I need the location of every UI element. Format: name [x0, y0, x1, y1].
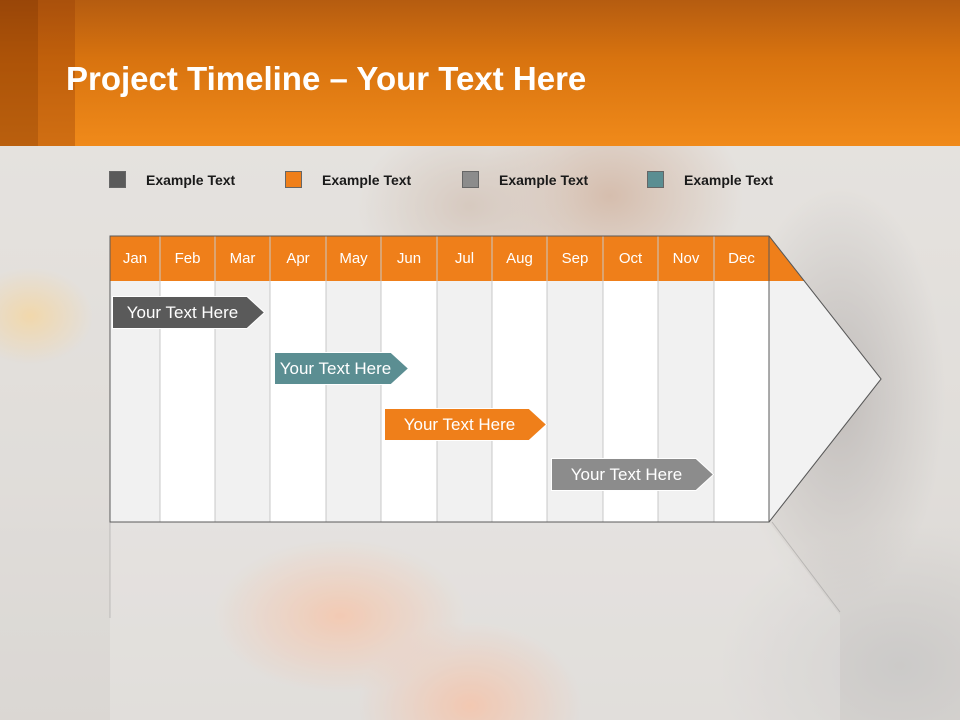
- legend-swatch-gray: [462, 171, 479, 188]
- month-label: Sep: [561, 250, 589, 267]
- title-bold: Project Timeline: [66, 60, 321, 97]
- task-arrow-fill: [112, 296, 265, 329]
- month-label: May: [339, 250, 368, 267]
- month-label: Nov: [672, 250, 700, 267]
- month-header-band: [110, 236, 804, 281]
- arrow-tip-fill: [769, 281, 881, 522]
- task-label: Your Text Here: [570, 465, 683, 484]
- task-bar[interactable]: Your Text Here: [551, 458, 714, 491]
- month-label: Feb: [174, 250, 201, 267]
- task-arrow-shape: [274, 352, 409, 385]
- task-arrow-shape: [112, 296, 265, 329]
- month-column: [492, 281, 547, 522]
- month-column: [326, 281, 381, 522]
- task-bar[interactable]: Your Text Here: [274, 352, 409, 385]
- legend-label: Example Text: [499, 172, 589, 188]
- legend-label: Example Text: [322, 172, 412, 188]
- month-label: Jan: [122, 250, 148, 267]
- month-label: Jul: [454, 250, 475, 267]
- arrow-outline: [109, 235, 882, 523]
- legend-swatch-dark-gray: [109, 171, 126, 188]
- task-bar[interactable]: Your Text Here: [112, 296, 265, 329]
- reflection-edge: [771, 521, 841, 613]
- month-label: Apr: [286, 250, 310, 267]
- legend-swatch-teal: [647, 171, 664, 188]
- task-arrow-fill: [384, 408, 547, 441]
- task-arrow-fill: [274, 352, 409, 385]
- banner-stripe: [38, 0, 75, 146]
- month-label: Oct: [618, 250, 643, 267]
- task-arrow-shape: [551, 458, 714, 491]
- task-bar[interactable]: Your Text Here: [384, 408, 547, 441]
- title-rest: – Your Text Here: [320, 60, 587, 97]
- arrow-reflection: [110, 522, 840, 720]
- month-label: Aug: [506, 250, 533, 267]
- month-label: Dec: [728, 250, 755, 267]
- legend-swatch-orange: [285, 171, 302, 188]
- task-label: Your Text Here: [126, 303, 239, 322]
- month-label: Mar: [229, 250, 256, 267]
- task-arrow-fill: [551, 458, 714, 491]
- task-label: Your Text Here: [279, 359, 392, 378]
- title-banner: Project Timeline – Your Text Here: [0, 0, 960, 146]
- month-column: [714, 281, 769, 522]
- banner-stripe: [0, 0, 38, 146]
- month-column: [270, 281, 326, 522]
- task-label: Your Text Here: [403, 415, 516, 434]
- legend-label: Example Text: [684, 172, 774, 188]
- slide-title[interactable]: Project Timeline – Your Text Here: [66, 60, 586, 98]
- month-label: Jun: [396, 250, 422, 267]
- task-arrow-shape: [384, 408, 547, 441]
- legend-label: Example Text: [146, 172, 236, 188]
- month-column: [381, 281, 437, 522]
- month-column: [437, 281, 492, 522]
